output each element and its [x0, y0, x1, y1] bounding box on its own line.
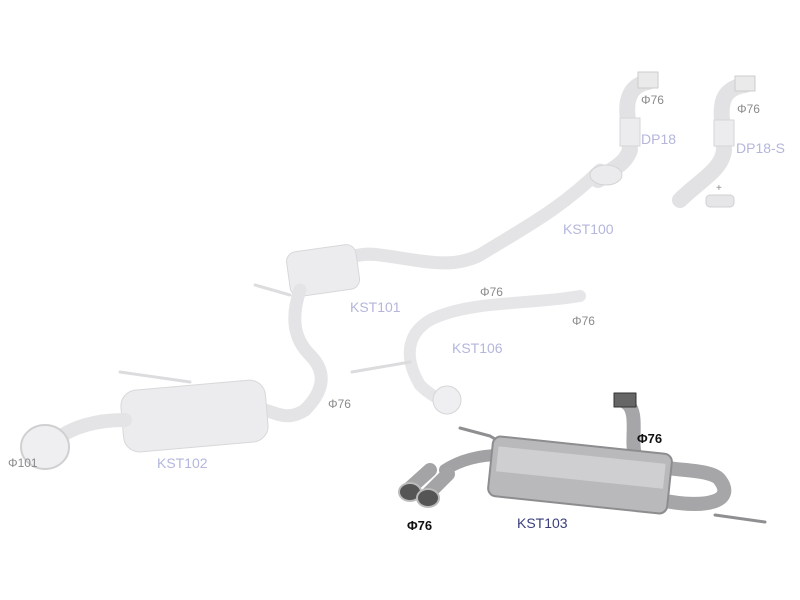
part-dp18-s — [672, 75, 756, 208]
part-dp18 — [590, 71, 659, 188]
dp18-label: DP18 — [641, 131, 677, 147]
kst106-diameter-label: Φ76 — [572, 314, 595, 328]
part-kst101 — [253, 244, 361, 417]
kst103-inlet-diameter-label: Φ76 — [637, 431, 663, 446]
kst102-label: KST102 — [157, 455, 208, 471]
dp18s-label: DP18-S — [736, 140, 786, 156]
kst100-diameter-label: Φ76 — [480, 285, 503, 299]
dp18s-accessory-plus: + — [716, 183, 722, 194]
kst103-tip-diameter-label: Φ76 — [407, 518, 433, 533]
kst100-label: KST100 — [563, 221, 614, 237]
kst103-label: KST103 — [517, 515, 568, 531]
dp18s-diameter-label: Φ76 — [737, 102, 760, 116]
kst102-diameter-label: Φ101 — [8, 456, 38, 470]
kst101-label: KST101 — [350, 299, 401, 315]
dp18-diameter-label: Φ76 — [641, 93, 664, 107]
part-kst100 — [328, 163, 623, 272]
kst106-label: KST106 — [452, 340, 503, 356]
kst101-diameter-label: Φ76 — [328, 397, 351, 411]
part-kst102 — [20, 370, 312, 470]
part-kst106 — [350, 290, 586, 415]
part-kst103 — [398, 392, 767, 524]
